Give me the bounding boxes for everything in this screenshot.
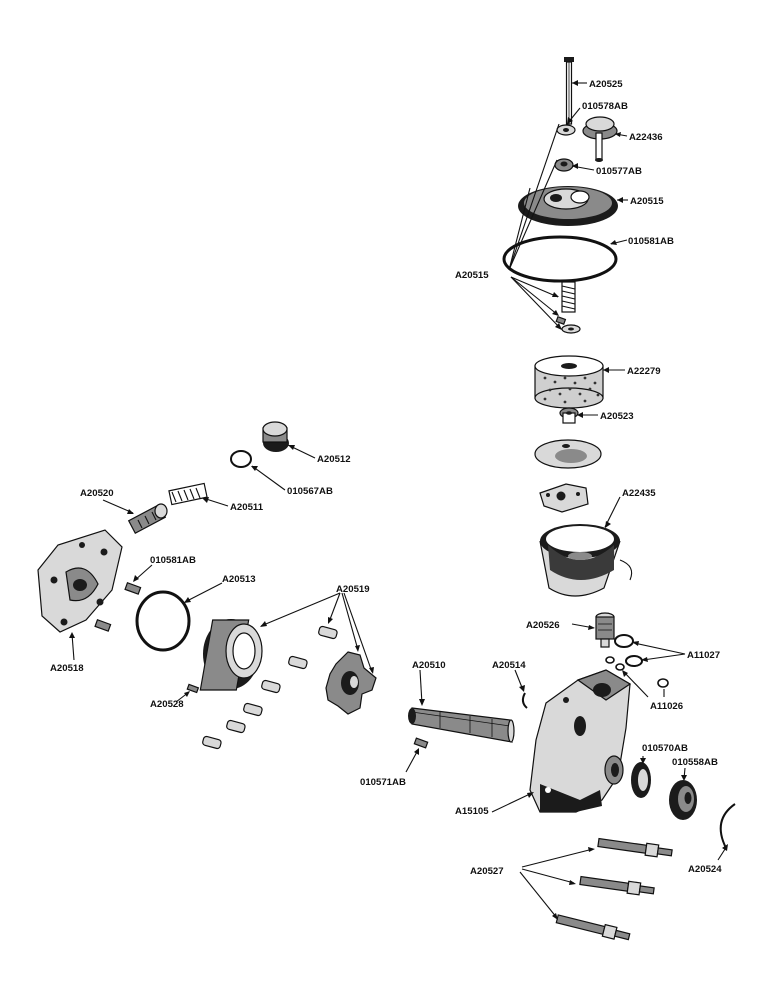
part-fitting [559,407,579,424]
part-drive-shaft [408,707,515,743]
part-studs [555,837,673,941]
label-010567ab: 010567AB [287,486,333,497]
part-small-washer-top [556,124,576,136]
label-a20510: A20510 [412,660,446,671]
part-filter-canister [539,524,633,597]
part-dowel-pins-left [94,582,142,632]
part-snap-ring-small [521,692,528,709]
label-a20519: A20519 [336,584,370,595]
label-a22435: A22435 [622,488,656,499]
label-a20511: A20511 [230,502,264,513]
label-a20524: A20524 [688,864,722,875]
part-large-o-ring-top [502,235,618,283]
label-010581ab-top: 010581AB [628,236,674,247]
label-a20527: A20527 [470,866,504,877]
part-long-bolt [564,57,574,125]
label-a22436: A22436 [629,132,663,143]
part-relief-spring [561,281,576,313]
part-valve-plunger [127,503,168,534]
label-010581ab-left: 010581AB [150,555,196,566]
leader-lines [69,80,728,920]
part-capscrew [595,612,615,648]
label-a20525: A20525 [589,79,623,90]
part-roller-pins [202,625,338,750]
part-small-pin-a20528 [186,683,200,694]
part-baffle-plate [534,439,602,469]
label-a11027: A11027 [687,650,720,661]
part-filter-element [534,355,604,409]
part-plug-gasket-ring [230,450,252,468]
part-cover-plate [518,186,618,226]
label-a20512: A20512 [317,454,351,465]
label-a20514: A20514 [492,660,526,671]
part-labels: A20525 010578AB A22436 010577AB A20515 0… [50,79,722,877]
part-pump-o-ring [135,590,191,652]
label-a20518: A20518 [50,663,84,674]
label-a20528: A20528 [150,699,184,710]
part-plug [262,421,289,452]
label-a20515-cover: A20515 [630,196,664,207]
part-bushing [631,762,651,798]
label-a20520: A20520 [80,488,114,499]
label-a11026: A11026 [650,701,683,712]
label-a20515-group: A20515 [455,270,489,281]
label-a20523: A20523 [600,411,634,422]
label-010577ab: 010577AB [596,166,642,177]
part-outer-rotor [199,619,263,691]
part-shaft-key [413,737,429,749]
part-gasket [539,483,589,513]
part-small-washers-a11026 [605,656,669,688]
label-a15105: A15105 [455,806,489,817]
label-a20513: A20513 [222,574,256,585]
label-010578ab: 010578AB [582,101,628,112]
part-bearing [669,780,697,820]
label-a22279: A22279 [627,366,661,377]
part-snap-ring-large [719,803,736,849]
label-a20526: A20526 [526,620,560,631]
label-010571ab: 010571AB [360,777,406,788]
part-inner-rotor-gear [325,651,377,715]
part-nut-top [554,158,574,172]
part-valve-knob [582,116,618,162]
part-small-o-rings [614,634,643,667]
part-relief-valve-spring [168,482,208,506]
part-group-washers [555,315,581,334]
label-010570ab: 010570AB [642,743,688,754]
label-010558ab: 010558AB [672,757,718,768]
part-pump-body-cover [37,529,123,633]
part-main-housing [529,669,632,813]
